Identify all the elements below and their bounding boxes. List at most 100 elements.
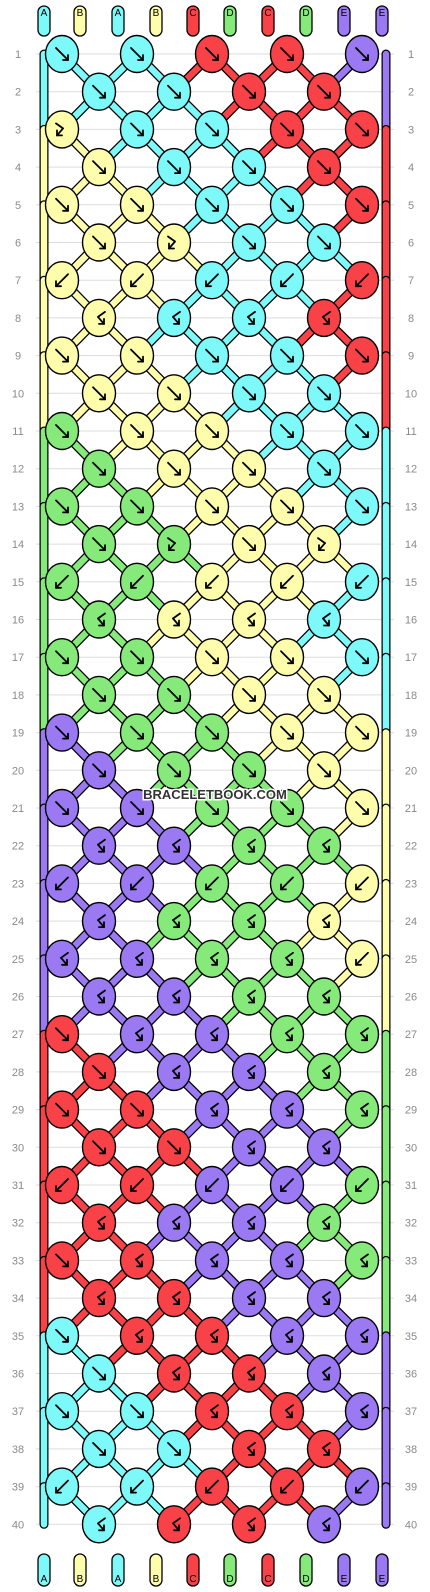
knot — [119, 638, 155, 677]
knot — [81, 1429, 117, 1469]
knot — [269, 487, 305, 526]
row-number-right: 7 — [408, 275, 414, 287]
arrow-left-then-right-icon — [285, 1027, 294, 1042]
knot — [269, 939, 305, 978]
arrow-down-right-icon — [317, 235, 331, 250]
row-number-right: 8 — [408, 313, 414, 325]
knot — [44, 864, 80, 903]
knot — [156, 826, 192, 865]
knot — [306, 298, 342, 338]
arrow-down-right-icon — [205, 348, 219, 363]
knot — [194, 185, 230, 225]
row-number-right: 12 — [405, 464, 417, 476]
knot — [344, 939, 380, 978]
strand-label-bottom: D — [226, 1574, 233, 1585]
arrow-left-then-right-icon — [322, 1517, 331, 1532]
knot — [194, 261, 230, 300]
row-number-left: 13 — [12, 501, 24, 513]
arrow-left-then-right-icon — [322, 1215, 331, 1230]
arrow-left-then-right-icon — [172, 838, 181, 853]
knot — [194, 411, 230, 451]
arrow-left-then-right-icon — [97, 1517, 106, 1532]
arrow-left-then-right-icon — [172, 1366, 181, 1381]
knot — [344, 638, 380, 677]
knot — [119, 411, 155, 451]
row-number-right: 26 — [405, 992, 417, 1004]
arrow-right-then-left-icon — [55, 122, 64, 137]
arrow-down-right-icon — [92, 386, 106, 401]
knot — [194, 638, 230, 677]
knot — [81, 1052, 117, 1092]
arrow-down-right-icon — [130, 801, 144, 815]
knot — [306, 826, 342, 865]
knot — [81, 374, 117, 413]
knot — [194, 487, 230, 526]
strand-end — [111, 5, 125, 37]
knot — [156, 1278, 192, 1318]
knot — [156, 901, 192, 941]
arrow-left-then-right-icon — [172, 1215, 181, 1230]
arrow-down-left-icon — [130, 1178, 144, 1192]
knot — [119, 1241, 155, 1280]
row-number-left: 32 — [12, 1218, 24, 1230]
arrow-down-right-icon — [355, 122, 369, 137]
knot — [306, 374, 342, 413]
arrow-down-left-icon — [355, 1479, 369, 1494]
knot — [81, 751, 117, 790]
row-number-left: 34 — [12, 1293, 24, 1305]
knot — [44, 1014, 80, 1054]
arrow-down-right-icon — [317, 386, 331, 401]
arrow-down-right-icon — [55, 348, 69, 363]
arrow-down-right-icon — [205, 47, 219, 61]
arrow-down-right-icon — [242, 84, 256, 99]
knot — [231, 1429, 267, 1469]
row-number-right: 37 — [405, 1406, 417, 1418]
row-number-right: 39 — [405, 1482, 417, 1494]
knot — [194, 1241, 230, 1280]
arrow-right-then-left-icon — [317, 537, 326, 551]
knot — [156, 1052, 192, 1092]
arrow-down-right-icon — [205, 725, 219, 740]
row-number-left: 12 — [12, 464, 24, 476]
arrow-down-right-icon — [55, 197, 69, 212]
arrow-down-left-icon — [55, 273, 69, 288]
row-number-right: 11 — [405, 426, 416, 438]
arrow-down-left-icon — [280, 1479, 294, 1494]
arrow-down-left-icon — [130, 876, 144, 891]
arrow-right-then-left-icon — [167, 235, 176, 250]
arrow-left-then-right-icon — [247, 1291, 256, 1305]
arrow-left-then-right-icon — [247, 310, 256, 325]
knot — [119, 336, 155, 375]
knot — [119, 864, 155, 903]
arrow-down-right-icon — [205, 424, 219, 438]
knot — [231, 1203, 267, 1242]
row-number-left: 8 — [15, 313, 21, 325]
knot — [44, 336, 80, 375]
arrow-left-then-right-icon — [210, 1102, 219, 1117]
arrow-left-then-right-icon — [135, 1328, 144, 1343]
knot — [81, 977, 117, 1016]
knot — [269, 261, 305, 300]
arrow-down-right-icon — [55, 1328, 69, 1343]
arrow-down-right-icon — [55, 650, 69, 665]
strand-end — [37, 5, 51, 37]
knot — [119, 1165, 155, 1205]
knot — [306, 147, 342, 187]
arrow-down-right-icon — [242, 160, 256, 175]
arrow-left-then-right-icon — [97, 989, 106, 1004]
row-number-left: 18 — [12, 690, 24, 702]
knot — [194, 562, 230, 601]
arrow-down-right-icon — [317, 160, 331, 175]
arrow-down-right-icon — [92, 160, 106, 175]
knot — [44, 1165, 80, 1205]
arrow-left-then-right-icon — [172, 612, 181, 627]
arrow-down-right-icon — [317, 461, 331, 476]
arrow-left-then-right-icon — [97, 612, 106, 627]
row-number-left: 2 — [15, 87, 21, 99]
knot — [156, 374, 192, 413]
row-number-right: 29 — [405, 1105, 417, 1117]
knot — [81, 1278, 117, 1318]
strand-end — [337, 1553, 351, 1587]
row-number-left: 21 — [12, 803, 24, 815]
